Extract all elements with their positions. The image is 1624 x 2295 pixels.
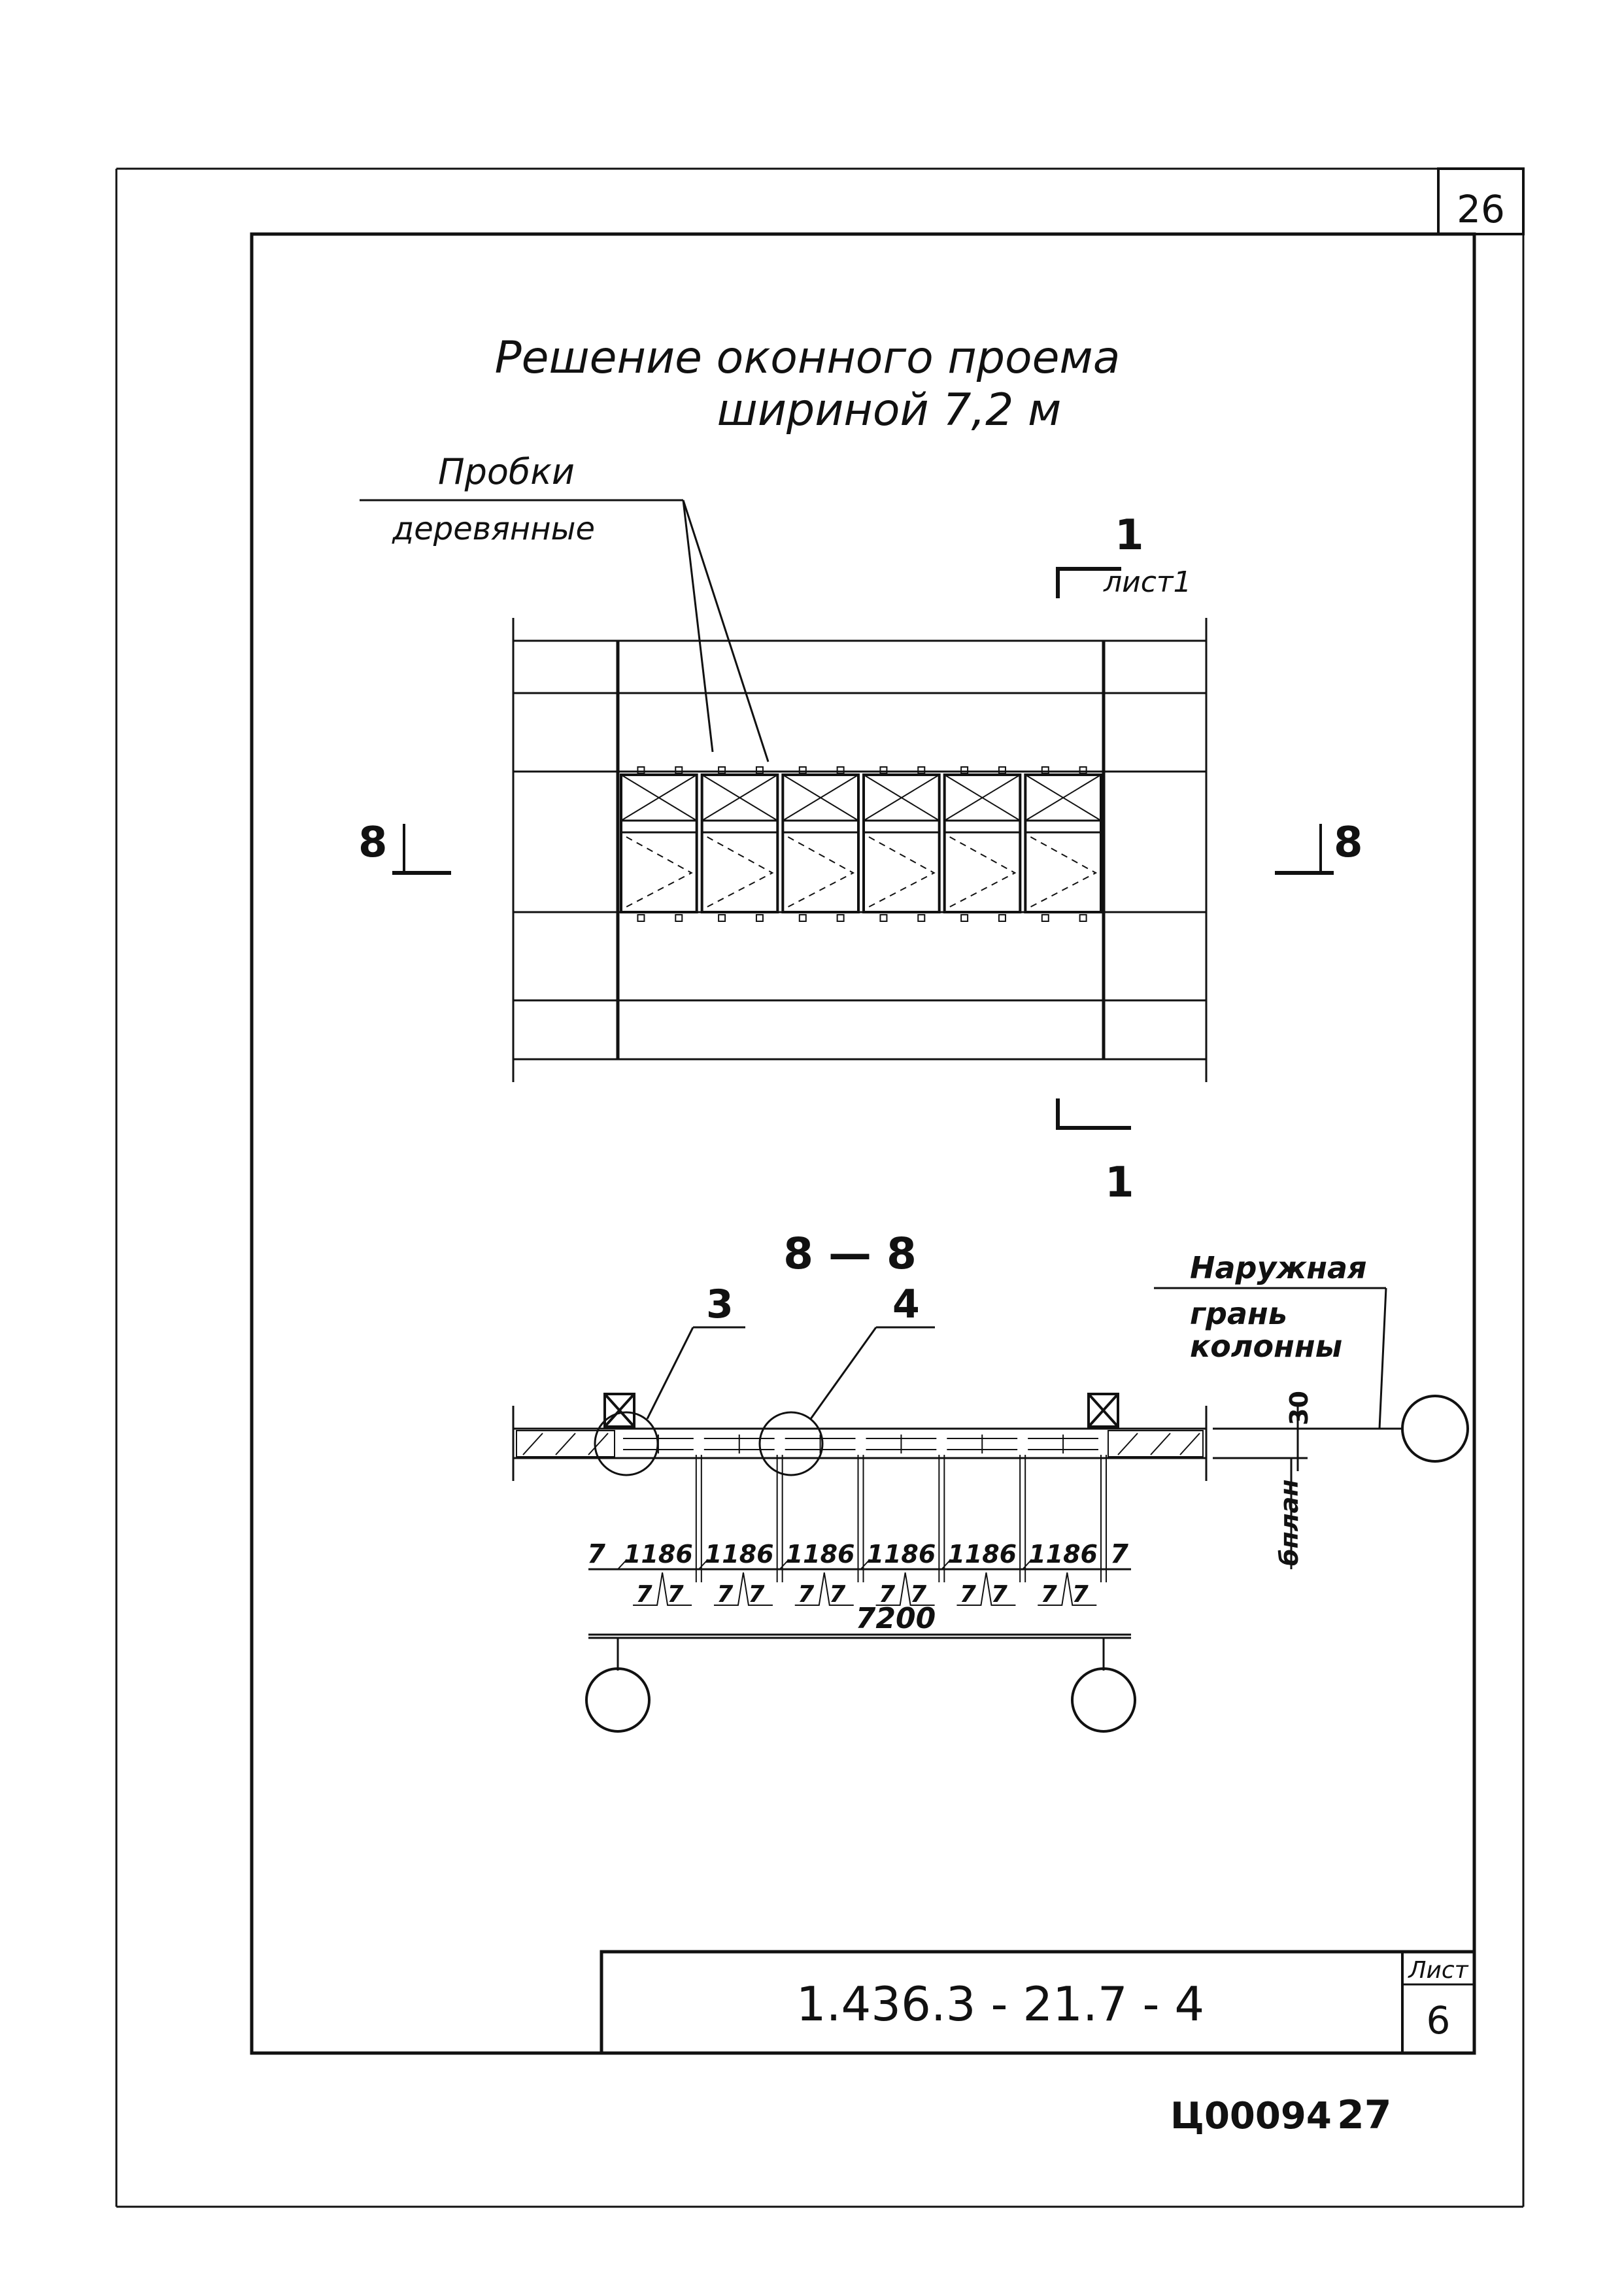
section-mark-1-top: 1 лист1 xyxy=(1056,511,1192,599)
dim-plan: бплан xyxy=(1275,1479,1304,1566)
dim-joint-gap: 7 xyxy=(910,1581,926,1608)
window-panel xyxy=(943,766,1022,922)
column-axis-bubble-right xyxy=(1401,1395,1469,1463)
section-mark-8-right: 8 xyxy=(1275,819,1363,875)
dim-joint-gap: 7 xyxy=(748,1581,764,1608)
window-panel xyxy=(862,766,941,922)
section-panels xyxy=(623,1435,1107,1582)
elevation-view xyxy=(512,618,1208,1082)
section-panel xyxy=(785,1435,864,1582)
inner-frame xyxy=(250,232,1476,2055)
title-block: 1.436.3 - 21.7 - 4 Лист 6 xyxy=(600,1950,1476,2055)
section-1-top-ref: лист1 xyxy=(1103,566,1192,599)
dim-panel-width: 1186 xyxy=(786,1540,855,1569)
dim-panel-width: 1186 xyxy=(947,1540,1017,1569)
dim-joint-gap: 7 xyxy=(717,1581,733,1608)
callout-3: 3 xyxy=(706,1282,734,1327)
dim-joint-gap: 7 xyxy=(879,1581,895,1608)
section-panel xyxy=(623,1435,702,1582)
section-panel xyxy=(866,1435,945,1582)
dim-joint-gap: 7 xyxy=(829,1581,845,1608)
outer-face-line1: Наружная xyxy=(1190,1250,1367,1285)
dim-joint-gap: 7 xyxy=(636,1581,652,1608)
section-panel xyxy=(947,1435,1026,1582)
outer-border xyxy=(115,167,1525,2208)
dim-panel-width: 1186 xyxy=(867,1540,936,1569)
dim-total-width: 7200 xyxy=(856,1602,936,1635)
sheet-label: Лист xyxy=(1407,1957,1468,1984)
dim-panel-width: 1186 xyxy=(705,1540,774,1569)
section-panel xyxy=(1028,1435,1107,1582)
section-panel xyxy=(703,1435,783,1582)
drawing-title-line1: Решение оконного проема xyxy=(495,332,1121,384)
outer-face-line2: грань xyxy=(1190,1296,1287,1331)
dim-joint-gap: 7 xyxy=(798,1581,814,1608)
dim-joint-gap: 7 xyxy=(1041,1581,1057,1608)
section-8-left-label: 8 xyxy=(358,819,388,867)
archive-code: Ц00094 xyxy=(1170,2095,1332,2137)
detail-circle-4 xyxy=(758,1411,824,1476)
outer-face-line3: колонны xyxy=(1190,1329,1342,1364)
section-8-8-view: 3 4 xyxy=(512,1282,1208,1582)
page-number-top: 26 xyxy=(1457,187,1505,231)
section-8-8-title: 8 — 8 xyxy=(783,1229,917,1279)
wood-plugs-leader: Пробки деревянные xyxy=(360,451,770,762)
section-1-top-number: 1 xyxy=(1115,511,1144,560)
page-number-box: 26 xyxy=(1437,167,1525,235)
window-panel xyxy=(1024,766,1103,922)
detail-circle-3 xyxy=(594,1411,659,1476)
footer-page-number: 27 xyxy=(1337,2092,1392,2138)
window-panels xyxy=(620,766,1103,922)
dim-end-gap-left: 7 xyxy=(587,1539,605,1569)
dim-joint-gap: 7 xyxy=(668,1581,684,1608)
dim-joint-gap: 7 xyxy=(960,1581,976,1608)
section-1-bottom-number: 1 xyxy=(1105,1159,1134,1207)
window-panel xyxy=(620,766,698,922)
section-mark-1-bottom: 1 xyxy=(1056,1098,1134,1207)
drawing-designation: 1.436.3 - 21.7 - 4 xyxy=(796,1977,1204,2032)
dim-joint-gap: 7 xyxy=(991,1581,1007,1608)
callout-4: 4 xyxy=(892,1282,920,1327)
leader-label-line2: деревянные xyxy=(392,511,595,547)
column-axis-bubble-right-bottom xyxy=(1071,1667,1136,1733)
section-mark-8-left: 8 xyxy=(358,819,451,875)
outer-face-label: Наружная грань колонны 30 бплан xyxy=(1154,1250,1469,1569)
column-axis-bubble-left xyxy=(585,1667,651,1733)
section-8-right-label: 8 xyxy=(1334,819,1363,867)
dim-30: 30 xyxy=(1285,1391,1313,1425)
sheet-number: 6 xyxy=(1427,1998,1451,2043)
leader-label-line1: Пробки xyxy=(438,451,575,492)
window-panel xyxy=(700,766,779,922)
dim-panel-width: 1186 xyxy=(624,1540,693,1569)
dim-panel-width: 1186 xyxy=(1028,1540,1098,1569)
drawing-title-line2: шириной 7,2 м xyxy=(717,384,1062,436)
window-panel xyxy=(781,766,860,922)
dim-end-gap-right: 7 xyxy=(1110,1539,1128,1569)
dim-joint-gap: 7 xyxy=(1072,1581,1089,1608)
